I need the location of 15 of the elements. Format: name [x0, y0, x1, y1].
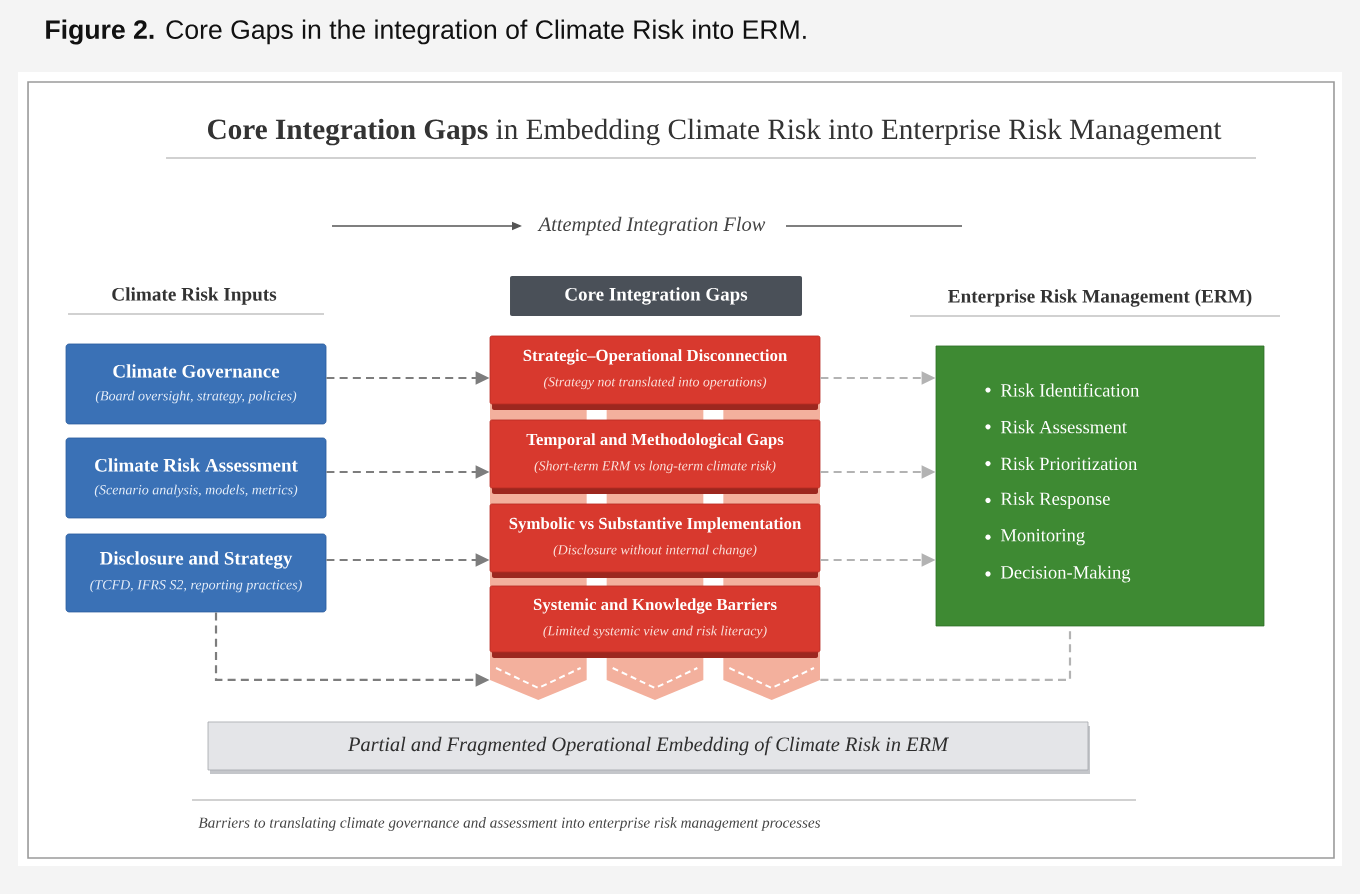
process-box	[935, 345, 1265, 627]
figure-caption: Figure 2. Core Gaps in the integration of Climate Risk into ERM.	[46, 19, 806, 45]
flow-label: Attempted Integration Flow	[537, 216, 766, 236]
column-heading: Climate Risk Inputs	[112, 287, 277, 305]
list-item: Risk Prioritization	[1000, 457, 1138, 471]
result-box: Partial and Fragmented Operational Embedding of Climate Risk in ERM	[207, 721, 1090, 774]
list-item: Monitoring	[1000, 529, 1085, 546]
column-heading: Enterprise Risk Management (ERM)	[948, 289, 1252, 307]
list-item: Risk Response	[1000, 491, 1110, 509]
list-item: Risk Identification	[1000, 383, 1140, 397]
dashed-line	[820, 626, 1072, 682]
diagram-title: Core Integration Gaps in Embedding Climate Risk into Enterprise Risk Management	[208, 118, 1222, 146]
list-item: Decision-Making	[1000, 565, 1131, 583]
heading-box: Core Integration Gaps	[510, 276, 802, 316]
list-item: Risk Assessment	[1000, 420, 1127, 434]
